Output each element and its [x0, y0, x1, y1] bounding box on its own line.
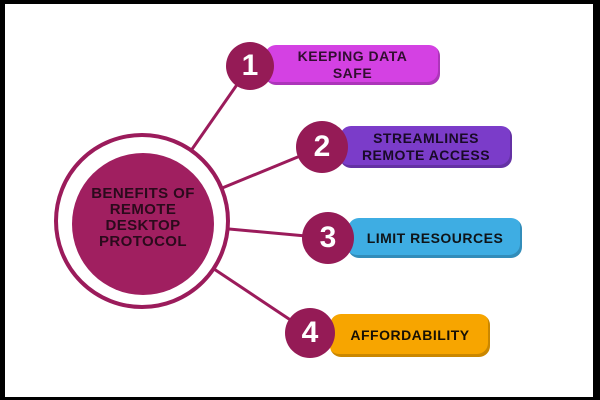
badge-number: 1	[241, 49, 259, 82]
number-badge-3: 3	[302, 212, 354, 264]
badge-number: 2	[313, 130, 331, 163]
benefit-bar-keeping-data-safe: KEEPING DATA SAFE	[265, 45, 440, 85]
center-title: BENEFITS OF REMOTE DESKTOP PROTOCOL	[91, 185, 195, 250]
badge-number: 3	[319, 221, 337, 254]
number-badge-2: 2	[296, 121, 348, 173]
benefit-bar-streamlines-remote-access: STREAMLINES REMOTE ACCESS	[340, 126, 512, 168]
number-badge-4: 4	[285, 308, 335, 358]
badge-number: 4	[301, 316, 319, 349]
number-badge-1: 1	[226, 42, 274, 90]
benefit-bar-limit-resources: LIMIT RESOURCES	[348, 218, 522, 258]
benefit-bar-affordability: AFFORDABILITY	[330, 314, 490, 357]
center-circle: BENEFITS OF REMOTE DESKTOP PROTOCOL	[72, 153, 214, 295]
